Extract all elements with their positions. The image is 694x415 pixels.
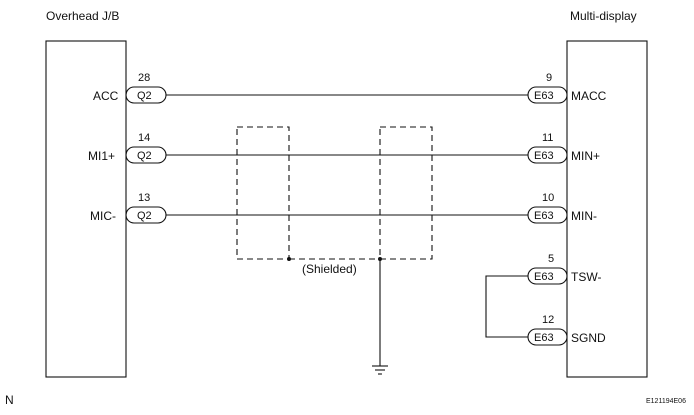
- corner-right-text: E121194E06: [646, 398, 686, 405]
- wire-1-right-conn-label: E63: [534, 90, 554, 102]
- right-component-title: Multi-display: [570, 9, 637, 23]
- corner-left-text: N: [5, 393, 14, 407]
- wire-2-right-connector: [527, 146, 568, 164]
- overhead-jb-box: [45, 40, 127, 378]
- shield-group: (Shielded): [236, 126, 433, 375]
- wire-1-right-label: MACC: [571, 89, 607, 103]
- wire-2-right-conn-label: E63: [534, 150, 554, 162]
- wire-3-left-connector: [125, 206, 167, 224]
- shield-label: (Shielded): [302, 262, 357, 276]
- tsw-pin: 5: [548, 253, 554, 265]
- tsw-label: TSW-: [571, 270, 601, 284]
- wire-3-right-conn-label: E63: [534, 210, 554, 222]
- wire-1-left-label: ACC: [93, 89, 119, 103]
- wire-2-right-pin: 11: [542, 132, 553, 144]
- left-component-title: Overhead J/B: [46, 9, 119, 23]
- shield-box-left: [236, 126, 290, 260]
- shield-junction-left: [287, 257, 291, 261]
- wire-2-left-pin: 14: [138, 132, 150, 144]
- wire-3-left-label: MIC-: [90, 209, 116, 223]
- tsw-row: 5 E63 TSW-: [527, 253, 601, 285]
- wire-row-3: MIC- 13 Q2 E63 10 MIN-: [90, 192, 597, 224]
- shield-box-right: [379, 126, 433, 260]
- wire-3-right-connector: [527, 206, 568, 224]
- ground-icon: [372, 365, 388, 375]
- sgnd-conn-label: E63: [534, 332, 554, 344]
- sgnd-label: SGND: [571, 331, 606, 345]
- wire-1-left-conn-label: Q2: [137, 90, 152, 102]
- multi-display-box: [566, 40, 648, 378]
- wire-1-right-pin: 9: [546, 72, 552, 84]
- wire-3-right-pin: 10: [542, 192, 554, 204]
- wire-1-left-connector: [125, 86, 167, 104]
- wire-3-left-conn-label: Q2: [137, 210, 152, 222]
- tsw-conn-label: E63: [534, 271, 554, 283]
- wire-row-2: MI1+ 14 Q2 E63 11 MIN+: [88, 132, 600, 164]
- sgnd-pin: 12: [542, 314, 554, 326]
- wire-1-left-pin: 28: [138, 72, 150, 84]
- wire-3-right-label: MIN-: [571, 209, 597, 223]
- wire-row-1: ACC 28 Q2 E63 9 MACC: [93, 72, 607, 104]
- wire-2-right-label: MIN+: [571, 149, 600, 163]
- wire-2-left-label: MI1+: [88, 149, 115, 163]
- wire-2-left-connector: [125, 146, 167, 164]
- wire-1-right-connector: [527, 86, 568, 104]
- wire-2-left-conn-label: Q2: [137, 150, 152, 162]
- sgnd-row: 12 E63 SGND: [527, 314, 606, 346]
- wire-3-left-pin: 13: [138, 192, 150, 204]
- tsw-sgnd-loop-wire: [485, 275, 528, 338]
